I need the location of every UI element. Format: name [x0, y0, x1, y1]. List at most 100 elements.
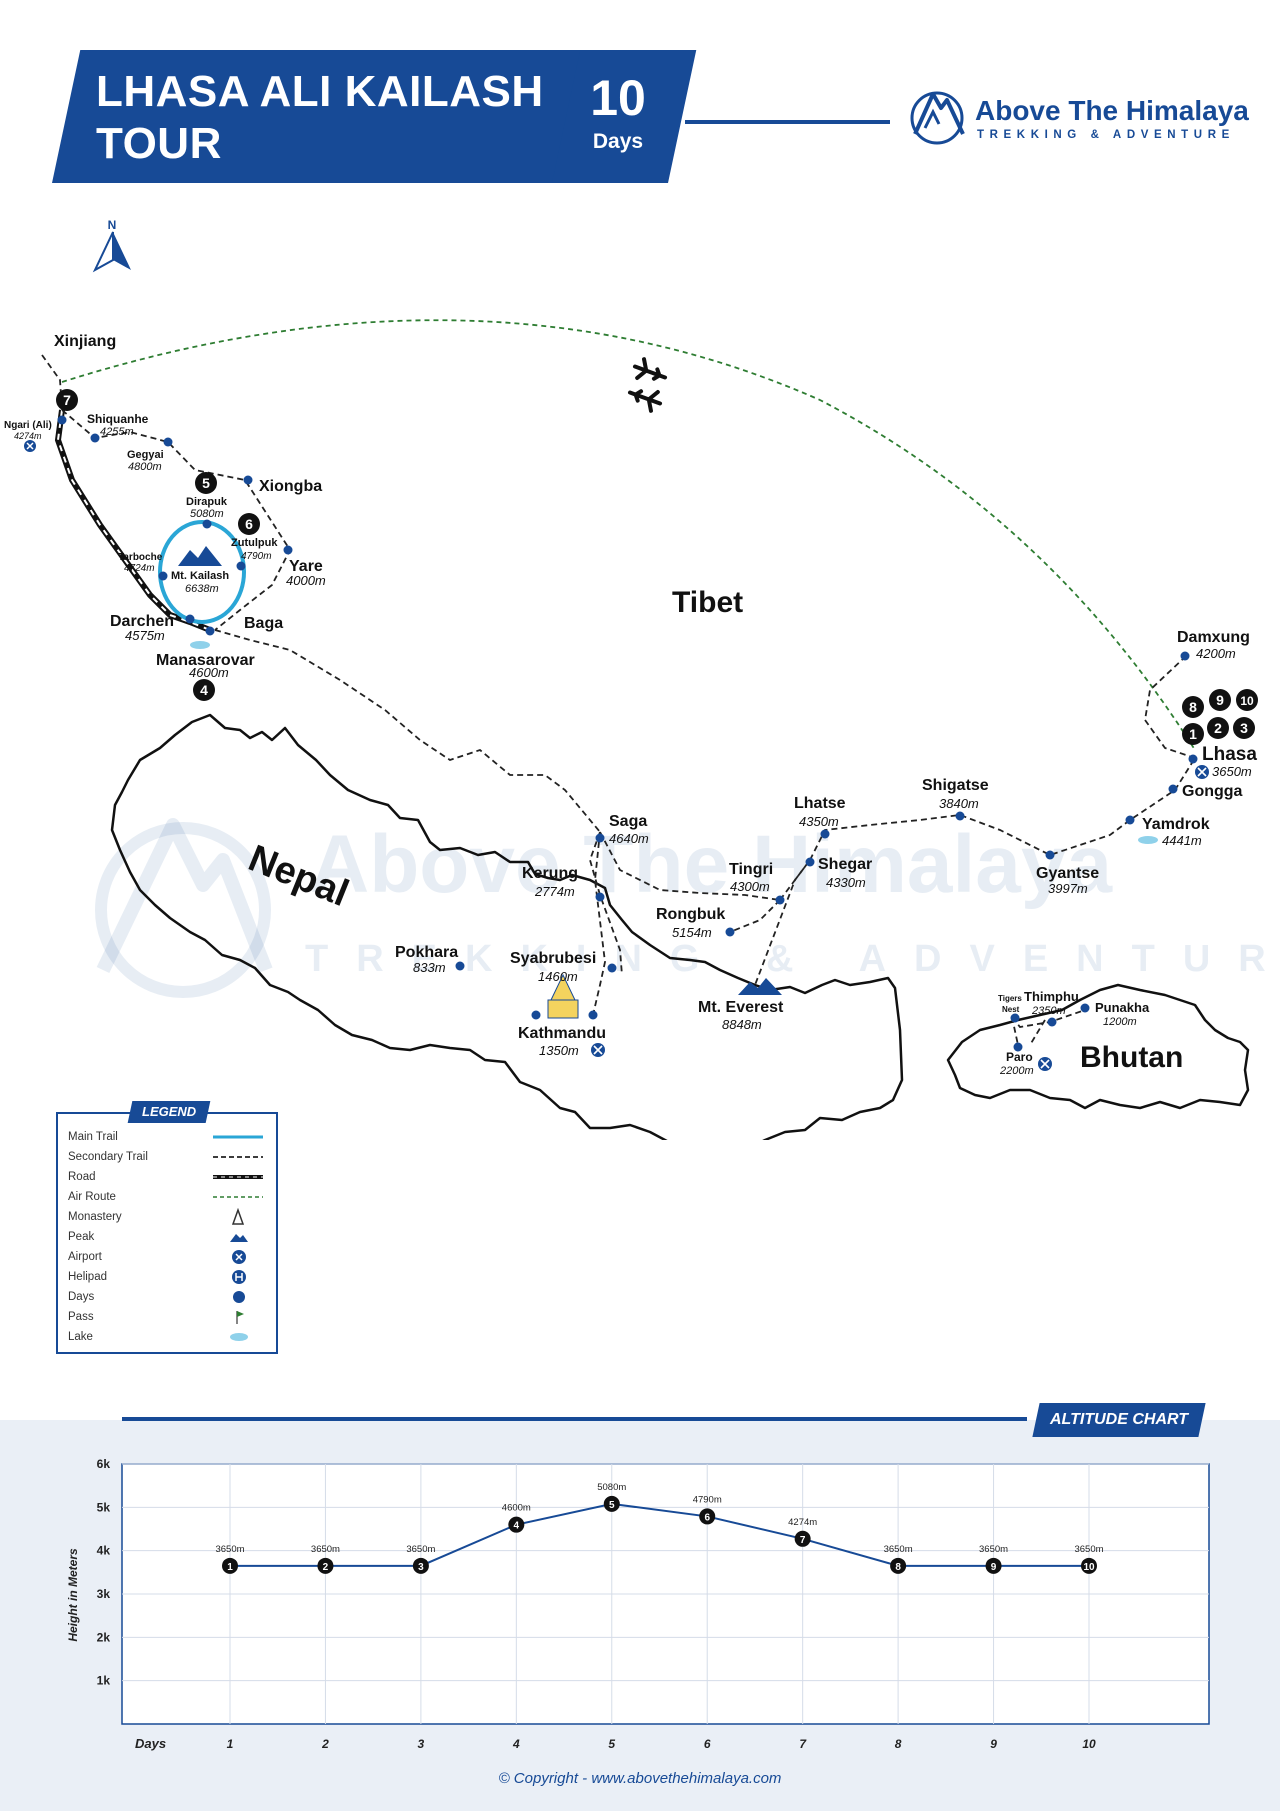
- altitude-point-day: 9: [991, 1562, 997, 1573]
- label-lhatse: Lhatse: [794, 795, 846, 812]
- north-arrow-icon: [92, 231, 131, 273]
- monastery-icon: [547, 973, 579, 1019]
- label-yare-alt: 4000m: [286, 573, 326, 588]
- day-marker-5: 5: [202, 475, 210, 491]
- airport-icon: [232, 1250, 246, 1264]
- legend-monastery: Monastery: [68, 1208, 268, 1226]
- watermark-sub: TREKKING & ADVENTURE: [305, 938, 1280, 980]
- legend-secondary-trail: Secondary Trail: [68, 1148, 268, 1166]
- day-marker-1: 1: [1189, 726, 1197, 742]
- altitude-point: [1081, 1557, 1097, 1574]
- air-route: [61, 319, 1196, 751]
- pass-flag-icon: [236, 1311, 244, 1324]
- title-line-2: TOUR: [96, 119, 222, 168]
- y-tick-label: 2k: [97, 1630, 111, 1644]
- watermark-main: Above The Himalaya: [310, 819, 1113, 910]
- altitude-point: [794, 1530, 811, 1547]
- brand-name: Above The Himalaya: [975, 95, 1249, 126]
- altitude-point-day: 7: [800, 1535, 806, 1546]
- x-tick-label: 3: [418, 1737, 425, 1751]
- altitude-point: [317, 1557, 334, 1574]
- altitude-point-day: 2: [323, 1562, 329, 1573]
- altitude-point: [508, 1516, 525, 1533]
- x-tick-label: 1: [227, 1737, 234, 1751]
- legend-main-trail: Main Trail: [68, 1128, 268, 1146]
- region-xinjiang: Xinjiang: [54, 333, 116, 350]
- peak-icon: [738, 978, 782, 995]
- label-kerung-alt: 2774m: [534, 884, 575, 899]
- main-trail-icon: [213, 1135, 263, 1139]
- altitude-data-label: 3650m: [215, 1544, 244, 1555]
- x-tick-label: 9: [990, 1737, 997, 1751]
- region-tibet: Tibet: [672, 586, 743, 619]
- y-tick-label: 6k: [97, 1457, 111, 1471]
- x-tick-label: 8: [895, 1737, 902, 1751]
- label-baga: Baga: [244, 615, 283, 632]
- x-tick-label: 10: [1082, 1737, 1096, 1751]
- peak-icon: [178, 546, 222, 566]
- label-yamdrok: Yamdrok: [1142, 816, 1210, 833]
- legend-air-route: Air Route: [68, 1188, 268, 1206]
- brand-logo-icon: [910, 91, 965, 145]
- legend-pass: Pass: [68, 1308, 268, 1326]
- road-icon: [213, 1175, 263, 1179]
- legend-days: Days: [68, 1288, 268, 1306]
- label-tingri: Tingri: [729, 861, 773, 878]
- altitude-series-line: [230, 1502, 1089, 1567]
- place-dots: [57, 415, 1198, 1052]
- day-marker-3: 3: [1240, 720, 1248, 736]
- altitude-point-day: 1: [227, 1562, 233, 1573]
- label-tarboche: Tarboche: [118, 552, 163, 563]
- label-damxung: Damxung: [1177, 629, 1250, 646]
- label-yare: Yare: [289, 558, 323, 575]
- label-kailash-alt: 6638m: [185, 583, 219, 595]
- label-manasarovar-alt: 4600m: [189, 665, 229, 680]
- day-marker-4: 4: [200, 682, 208, 698]
- label-lhasa: Lhasa: [1202, 744, 1257, 765]
- label-everest-alt: 8848m: [722, 1017, 762, 1032]
- altitude-point-day: 5: [609, 1500, 615, 1511]
- airport-icon: [591, 1043, 605, 1057]
- legend-airport: Airport: [68, 1248, 268, 1266]
- bhutan-border: [946, 983, 1250, 1110]
- label-gyantse: Gyantse: [1036, 865, 1099, 882]
- label-punakha-alt: 1200m: [1103, 1016, 1137, 1028]
- watermark-logo-icon: [95, 818, 273, 998]
- airplane-icon: [627, 389, 663, 413]
- legend-peak: Peak: [68, 1228, 268, 1246]
- road: [54, 409, 212, 633]
- y-tick-label: 1k: [97, 1674, 111, 1688]
- label-pokhara: Pokhara: [395, 944, 458, 961]
- altitude-point: [603, 1495, 620, 1512]
- legend: LEGEND Main Trail Secondary Trail Road A…: [56, 1101, 278, 1354]
- altitude-point-day: 4: [514, 1521, 520, 1532]
- secondary-trails: [41, 354, 1196, 1046]
- label-shiquanhe: Shiquanhe: [87, 412, 149, 426]
- label-gyantse-alt: 3997m: [1048, 881, 1088, 896]
- north-label: N: [108, 218, 117, 232]
- peak-icon: [230, 1234, 248, 1242]
- y-tick-label: 5k: [97, 1500, 111, 1514]
- label-dirapuk: Dirapuk: [186, 496, 228, 508]
- altitude-data-label: 4600m: [502, 1503, 531, 1514]
- days-label: Days: [592, 130, 644, 153]
- altitude-point: [222, 1557, 238, 1574]
- label-gongga: Gongga: [1182, 783, 1243, 800]
- chart-y-label: Height in Meters: [66, 1548, 80, 1642]
- x-tick-label: 5: [608, 1737, 615, 1751]
- altitude-data-label: 3650m: [311, 1544, 340, 1555]
- label-ngari-alt: 4274m: [14, 431, 42, 441]
- day-marker-6: 6: [245, 516, 253, 532]
- airport-icon: [1038, 1057, 1052, 1071]
- lake-icon: [1138, 836, 1158, 844]
- airport-icon: [1195, 765, 1209, 779]
- label-damxung-alt: 4200m: [1196, 646, 1236, 661]
- day-marker-9: 9: [1216, 692, 1224, 708]
- label-shegar-alt: 4330m: [826, 875, 866, 890]
- legend-road: Road: [68, 1168, 268, 1186]
- label-tingri-alt: 4300m: [730, 879, 770, 894]
- label-lhatse-alt: 4350m: [799, 814, 839, 829]
- brand-tagline: TREKKING & ADVENTURE: [977, 129, 1235, 141]
- label-lhasa-alt: 3650m: [1212, 764, 1252, 779]
- label-saga: Saga: [609, 813, 647, 830]
